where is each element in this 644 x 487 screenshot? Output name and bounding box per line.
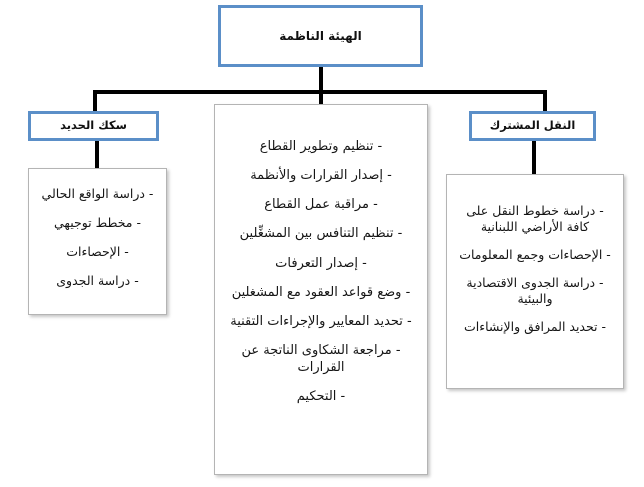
list-item: - مراجعة الشكاوى الناتجة عن القرارات — [241, 342, 401, 375]
connector-left-branch — [93, 90, 97, 114]
list-item: - إصدار القرارات والأنظمة — [250, 168, 392, 184]
list-item: - التحكيم — [296, 388, 346, 404]
list-item: - مراقبة عمل القطاع — [264, 197, 378, 213]
connector-transport-to-tasks — [532, 140, 536, 175]
connector-center-branch — [319, 90, 323, 106]
list-item: - تنظيم التنافس بين المشغِّلين — [239, 226, 403, 242]
list-item: - مخطط توجيهي — [54, 215, 141, 230]
list-item: - وضع قواعد العقود مع المشغلين — [231, 284, 411, 300]
list-item: - الإحصاءات وجمع المعلومات — [459, 247, 611, 262]
list-item: - إصدار التعرفات — [275, 255, 367, 271]
list-item: - دراسة الواقع الحالي — [41, 186, 154, 201]
connector-right-branch — [543, 90, 547, 114]
task-list-public-transport: - دراسة خطوط النقل على كافة الأراضي اللب… — [455, 203, 615, 335]
connector-root-vertical — [319, 66, 323, 94]
list-item: - تحديد المرافق والإنشاءات — [463, 319, 607, 334]
task-list-railways: - دراسة الواقع الحالي - مخطط توجيهي - ال… — [37, 186, 158, 289]
list-item: - الإحصاءات — [66, 244, 129, 259]
task-panel-railways: - دراسة الواقع الحالي - مخطط توجيهي - ال… — [28, 168, 167, 315]
node-railways-label: سكك الحديد — [60, 118, 127, 133]
node-public-transport[interactable]: النقل المشترك — [469, 111, 596, 141]
connector-railways-to-tasks — [95, 140, 99, 169]
task-list-regulator: - تنظيم وتطوير القطاع - إصدار القرارات و… — [227, 139, 415, 405]
node-railways[interactable]: سكك الحديد — [28, 111, 159, 141]
list-item: - دراسة الجدوى — [56, 273, 139, 288]
task-panel-public-transport: - دراسة خطوط النقل على كافة الأراضي اللب… — [446, 174, 624, 389]
node-regulatory-authority[interactable]: الهيئة الناظمة — [218, 5, 423, 67]
list-item: - دراسة الجدوى الاقتصادية والبيئية — [466, 275, 604, 306]
list-item: - دراسة خطوط النقل على كافة الأراضي اللب… — [466, 203, 604, 234]
node-public-transport-label: النقل المشترك — [489, 118, 576, 133]
node-regulatory-authority-label: الهيئة الناظمة — [279, 28, 362, 43]
list-item: - تنظيم وتطوير القطاع — [259, 139, 383, 154]
list-item: - تحديد المعايير والإجراءات التقنية — [230, 313, 412, 329]
task-panel-regulator: - تنظيم وتطوير القطاع - إصدار القرارات و… — [214, 104, 428, 475]
